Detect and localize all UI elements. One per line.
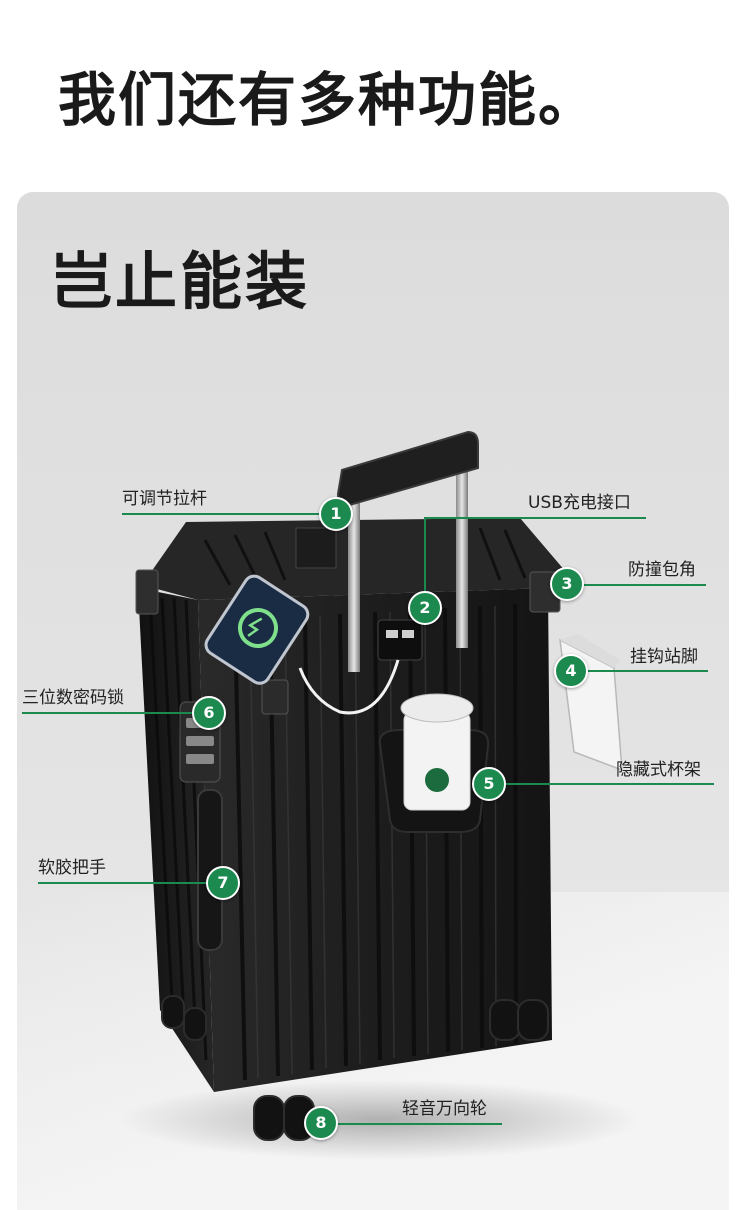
handle-rod-right xyxy=(456,468,468,648)
callout-badge-6: 6 xyxy=(192,696,226,730)
callout-label-6: 三位数密码锁 xyxy=(22,688,124,708)
callout-label-3: 防撞包角 xyxy=(628,560,696,580)
headline: 我们还有多种功能。 xyxy=(58,66,599,134)
callout-label-2: USB充电接口 xyxy=(528,493,631,513)
callout-label-5: 隐藏式杯架 xyxy=(616,760,701,780)
coffee-cup-lid xyxy=(400,693,474,723)
callout-badge-1: 1 xyxy=(319,497,353,531)
callout-label-7: 软胶把手 xyxy=(38,858,106,878)
callout-line-5 xyxy=(488,783,714,785)
callout-badge-8: 8 xyxy=(304,1106,338,1140)
callout-label-1: 可调节拉杆 xyxy=(122,489,207,509)
corner-guard-top-left xyxy=(135,569,159,615)
callout-badge-2: 2 xyxy=(408,591,442,625)
callout-connector-2 xyxy=(424,517,426,593)
callout-badge-3: 3 xyxy=(550,567,584,601)
callout-badge-4: 4 xyxy=(554,654,588,688)
callout-label-4: 挂钩站脚 xyxy=(630,647,698,667)
callout-line-1 xyxy=(122,513,334,515)
callout-line-7 xyxy=(38,882,224,884)
coffee-cup-body xyxy=(403,711,471,811)
panel-title: 岂止能装 xyxy=(50,245,311,318)
ground-shadow xyxy=(120,1080,640,1160)
top-logo-plate xyxy=(295,527,337,569)
callout-line-3 xyxy=(566,584,706,586)
phone xyxy=(204,574,310,685)
corner-guard-front xyxy=(261,679,289,715)
cup-logo xyxy=(425,768,449,792)
callout-badge-5: 5 xyxy=(472,767,506,801)
charging-cable xyxy=(298,659,400,715)
callout-line-2 xyxy=(424,517,646,519)
usb-port-module xyxy=(377,619,423,661)
callout-line-6 xyxy=(22,712,208,714)
callout-badge-7: 7 xyxy=(206,866,240,900)
callout-line-8 xyxy=(322,1123,502,1125)
callout-label-8: 轻音万向轮 xyxy=(402,1099,487,1119)
callout-line-4 xyxy=(570,670,708,672)
wheel-group xyxy=(161,995,549,1141)
handle-rod-left xyxy=(348,492,360,672)
